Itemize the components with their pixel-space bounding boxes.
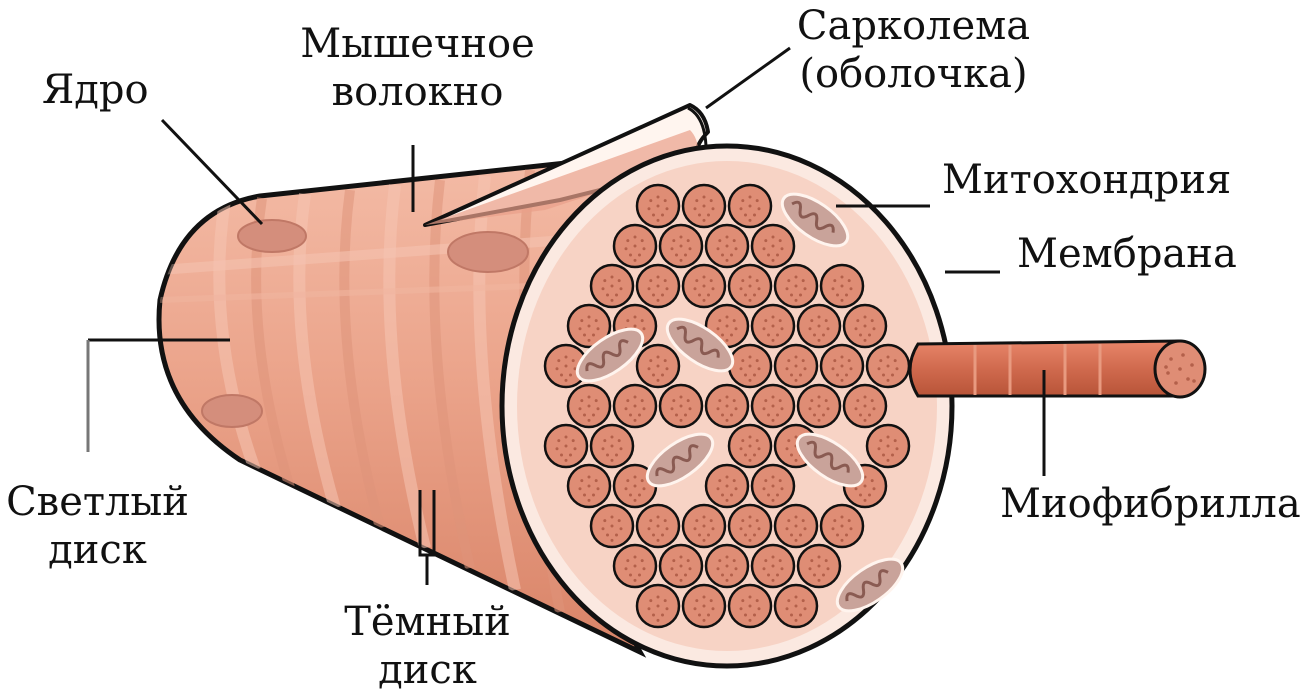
label-dark-disc: Тёмный диск [335,598,520,694]
label-sarcolemma: Сарколема (оболочка) [796,2,1031,98]
label-light-disc-line1: Светлый [5,478,190,526]
myofibril-cross-section [752,225,794,267]
label-light-disc-line2: диск [5,526,190,574]
myofibril-cross-section [683,265,725,307]
myofibril-cross-section [729,425,771,467]
label-membrane: Мембрана [1017,230,1237,278]
myofibril-cross-section [591,425,633,467]
myofibril-cross-section [729,265,771,307]
myofibril-cross-section [775,265,817,307]
label-sarcolemma-line2: (оболочка) [796,50,1031,98]
myofibril-rod-dot [1166,371,1170,375]
label-dark-disc-line2: диск [335,646,520,694]
myofibril-cross-section [637,505,679,547]
myofibril-cross-section [591,505,633,547]
pointer-sarcolemma [706,48,790,108]
label-muscle-fiber: Мышечное волокно [300,20,535,116]
myofibril-cross-section [798,545,840,587]
myofibril-cross-section [844,385,886,427]
myofibril-rod-dot [1164,365,1168,369]
cross-section [502,146,952,666]
label-mitochondria: Митохондрия [942,156,1231,204]
myofibril-rod-dot [1192,379,1196,383]
myofibril-cross-section [729,345,771,387]
myofibril-rod-dot [1181,353,1185,357]
myofibril-cross-section [660,385,702,427]
myofibril-cross-section [821,265,863,307]
myofibril-rod-dot [1178,367,1182,371]
label-myofibril: Миофибрилла [1000,480,1301,528]
myofibril-cross-section [568,385,610,427]
myofibril-cross-section [729,505,771,547]
myofibril-cross-section [683,585,725,627]
myofibril-rod-dot [1186,377,1190,381]
label-nucleus: Ядро [42,66,149,114]
myofibril-cross-section [660,225,702,267]
myofibril-cross-section [798,385,840,427]
myofibril-cross-section [775,345,817,387]
myofibril-cross-section [637,265,679,307]
myofibril-cross-section [614,225,656,267]
myofibril-cross-section [798,305,840,347]
myofibril-cross-section [660,545,702,587]
myofibril-cross-section [637,345,679,387]
label-muscle-fiber-line2: волокно [300,68,535,116]
myofibril-cross-section [637,585,679,627]
myofibril-cross-section [752,305,794,347]
label-muscle-fiber-line1: Мышечное [300,20,535,68]
myofibril-rod [910,341,1205,397]
myofibril-cross-section [706,385,748,427]
myofibril-cross-section [729,185,771,227]
myofibril-cross-section [867,345,909,387]
myofibril-cross-section [752,385,794,427]
myofibril-cross-section [752,465,794,507]
myofibril-cross-section [568,465,610,507]
nucleus-1 [238,220,306,252]
myofibril-cross-section [729,585,771,627]
myofibril-cross-section [775,585,817,627]
myofibril-cross-section [614,385,656,427]
myofibril-cross-section [637,185,679,227]
myofibril-cross-section [775,505,817,547]
myofibril-rod-dot [1169,357,1173,361]
myofibril-cross-section [706,465,748,507]
label-light-disc: Светлый диск [5,478,190,574]
nucleus-2 [448,232,528,272]
myofibril-rod-dot [1190,363,1194,367]
myofibril-rod-dot [1174,381,1178,385]
myofibril-cross-section [545,425,587,467]
myofibril-cross-section [706,545,748,587]
myofibril-cross-section [752,545,794,587]
nucleus-3 [202,395,262,427]
myofibril-cross-section [867,425,909,467]
myofibril-cross-section [844,305,886,347]
myofibril-cross-section [591,265,633,307]
label-sarcolemma-line1: Сарколема [796,2,1031,50]
myofibril-cross-section [614,545,656,587]
pointer-nucleus [162,120,262,224]
myofibril-cross-section [706,225,748,267]
label-dark-disc-line1: Тёмный [335,598,520,646]
myofibril-cross-section [683,185,725,227]
myofibril-cross-section [821,345,863,387]
myofibril-cross-section [683,505,725,547]
myofibril-cross-section [821,505,863,547]
